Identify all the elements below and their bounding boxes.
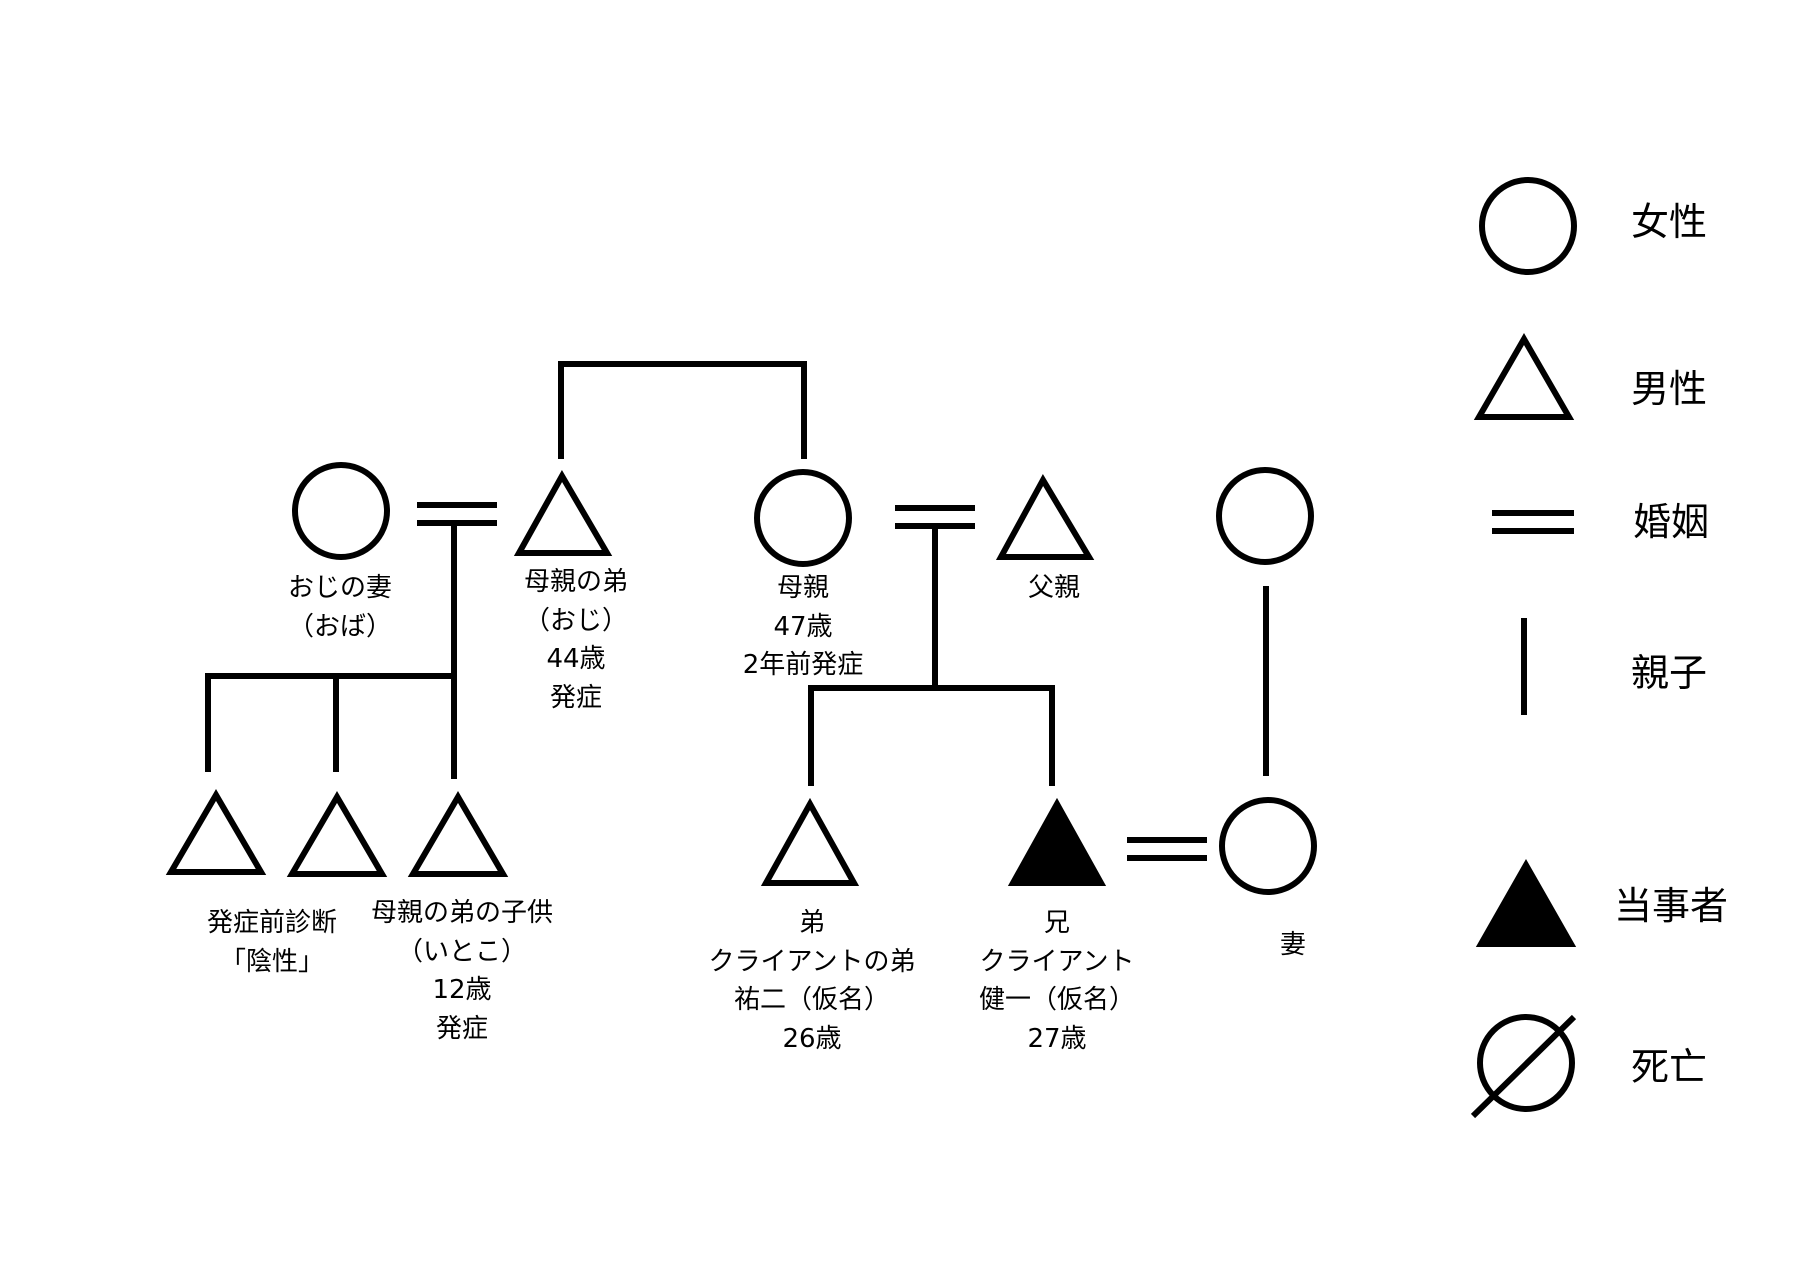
uncle-male-symbol — [513, 469, 613, 556]
legend-marriage-icon — [1492, 510, 1574, 534]
cousin-a-male-symbol — [165, 789, 267, 875]
uncle-label: 母親の弟（おじ）44歳発症 — [523, 567, 629, 713]
uncle-marriage-line — [417, 502, 497, 526]
aunt-female-symbol — [292, 462, 390, 560]
proband-label: 兄クライアント健一（仮名）27歳 — [978, 908, 1136, 1054]
uncle-descent-line — [205, 523, 457, 779]
brother-label: 弟クライアントの弟祐二（仮名）26歳 — [708, 908, 916, 1054]
cousin-c-label: 母親の弟の子供（いとこ）12歳発症 — [370, 898, 554, 1044]
aunt-label: おじの妻（おば） — [287, 573, 393, 642]
legend-deceased-label: 死亡 — [1631, 1045, 1708, 1089]
legend-male-label: 男性 — [1631, 367, 1708, 411]
cousin-c-male-symbol — [407, 791, 509, 877]
legend-deceased-icon — [1470, 1014, 1577, 1119]
grandparents-sibship-line — [558, 361, 807, 459]
wife-mother-female-symbol — [1216, 467, 1314, 565]
father-label: 父親 — [1027, 573, 1081, 603]
cousin-b-male-symbol — [286, 791, 388, 877]
proband-marriage-line — [1127, 837, 1207, 861]
legend-female-label: 女性 — [1631, 200, 1708, 244]
legend-female-icon — [1479, 177, 1577, 275]
legend-affected-icon — [1475, 858, 1577, 947]
parents-marriage-line — [895, 505, 975, 529]
legend-marriage-label: 婚姻 — [1633, 500, 1710, 544]
brother-male-symbol — [760, 797, 860, 886]
proband-affected-symbol — [1007, 797, 1107, 886]
legend-male-icon — [1473, 332, 1575, 420]
wife-female-symbol — [1219, 797, 1317, 895]
wife-label: 妻 — [1279, 930, 1307, 960]
cousin-b-label: 発症前診断「陰性」 — [206, 908, 338, 977]
parents-descent-line — [808, 526, 1055, 786]
legend-affected-label: 当事者 — [1614, 884, 1729, 928]
father-male-symbol — [995, 473, 1095, 560]
mother-female-symbol — [754, 469, 852, 567]
legend-parent-child-label: 親子 — [1631, 651, 1708, 695]
